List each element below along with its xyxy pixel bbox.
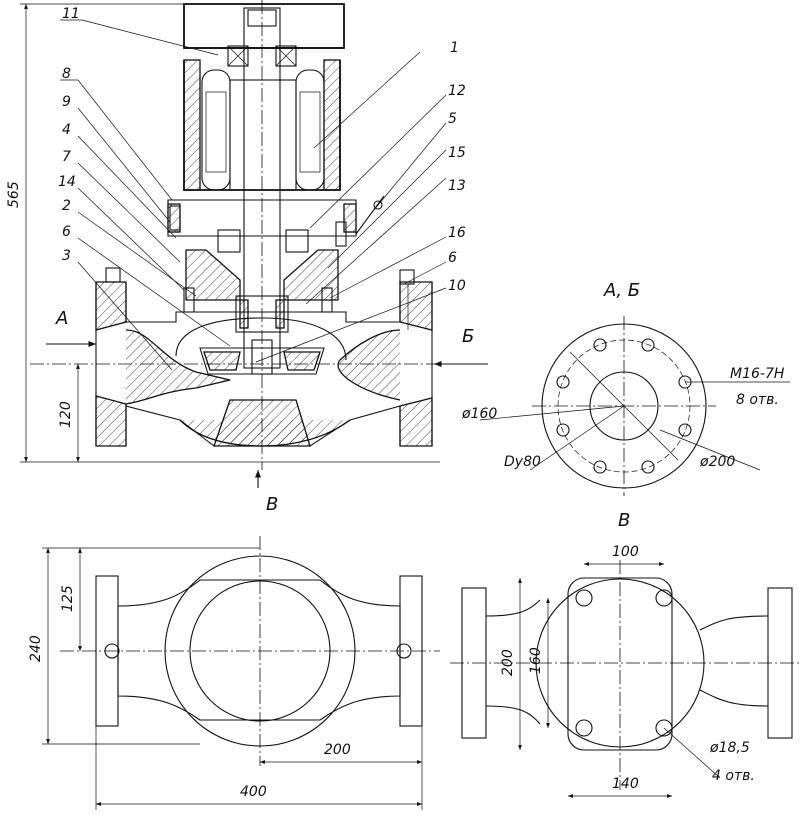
leader-lines <box>60 19 447 371</box>
callout-1: 1 <box>450 40 459 56</box>
flange-view-title: А, Б <box>603 280 640 301</box>
bearing-top-right <box>275 45 297 67</box>
callout-14: 14 <box>58 174 76 190</box>
callout-2: 2 <box>62 198 71 214</box>
dim-d160: ø160 <box>461 406 497 422</box>
callout-11: 11 <box>62 6 80 22</box>
dim-4-holes: 4 отв. <box>712 768 755 784</box>
callout-6-right: 6 <box>448 250 457 266</box>
callout-13: 13 <box>448 178 466 194</box>
dim-8-holes: 8 отв. <box>736 392 779 408</box>
flange-view: А, Б ø160 Dy80 ø200 M16-7H 8 отв. <box>461 280 790 496</box>
main-section-view <box>20 0 470 470</box>
section-b-label: Б <box>462 326 474 347</box>
mech-seal <box>235 295 289 333</box>
bearing-top-left <box>227 45 249 67</box>
callout-10: 10 <box>448 278 466 294</box>
dim-120: 120 <box>58 401 74 428</box>
callout-15: 15 <box>448 145 466 161</box>
view-v-title: В <box>618 510 630 531</box>
base-bolt-holes <box>575 589 673 737</box>
dim-dy80: Dy80 <box>504 454 541 470</box>
section-a-label: А <box>55 308 68 329</box>
callout-5: 5 <box>448 111 457 127</box>
callout-6-left: 6 <box>62 224 71 240</box>
callout-4: 4 <box>62 122 71 138</box>
dim-565: 565 <box>6 181 22 208</box>
main-dimensions: 565 120 А Б В <box>6 3 488 515</box>
callout-labels: 11 8 9 4 7 14 2 6 3 1 12 5 15 13 16 6 10 <box>58 6 466 294</box>
dim-200-right: 200 <box>500 649 516 676</box>
bolt <box>169 205 181 231</box>
adapter-left <box>185 249 241 301</box>
callout-8: 8 <box>62 66 71 82</box>
dim-200-left: 200 <box>324 742 351 758</box>
dim-140: 140 <box>612 776 639 792</box>
dim-400: 400 <box>240 784 267 800</box>
callout-16: 16 <box>448 225 466 241</box>
dim-d18-5: ø18,5 <box>709 740 750 756</box>
dim-d200: ø200 <box>699 454 735 470</box>
dim-240-left: 240 <box>28 635 44 662</box>
flange-bolt-holes <box>556 338 692 474</box>
callout-12: 12 <box>448 83 466 99</box>
callout-9: 9 <box>62 94 71 110</box>
bottom-view-left: 240 125 200 400 <box>28 536 440 810</box>
adapter-right <box>283 249 339 301</box>
view-v-right: В 100 200 160 140 ø18,5 4 отв. <box>450 510 800 798</box>
callout-7: 7 <box>62 149 71 165</box>
dim-125: 125 <box>60 585 76 612</box>
callout-3: 3 <box>62 248 71 264</box>
view-v-arrow-label: В <box>266 494 278 515</box>
dim-m16: M16-7H <box>730 366 785 382</box>
dim-100: 100 <box>612 544 639 560</box>
rotor <box>229 79 297 191</box>
impeller <box>199 347 325 375</box>
dim-160: 160 <box>528 647 544 674</box>
